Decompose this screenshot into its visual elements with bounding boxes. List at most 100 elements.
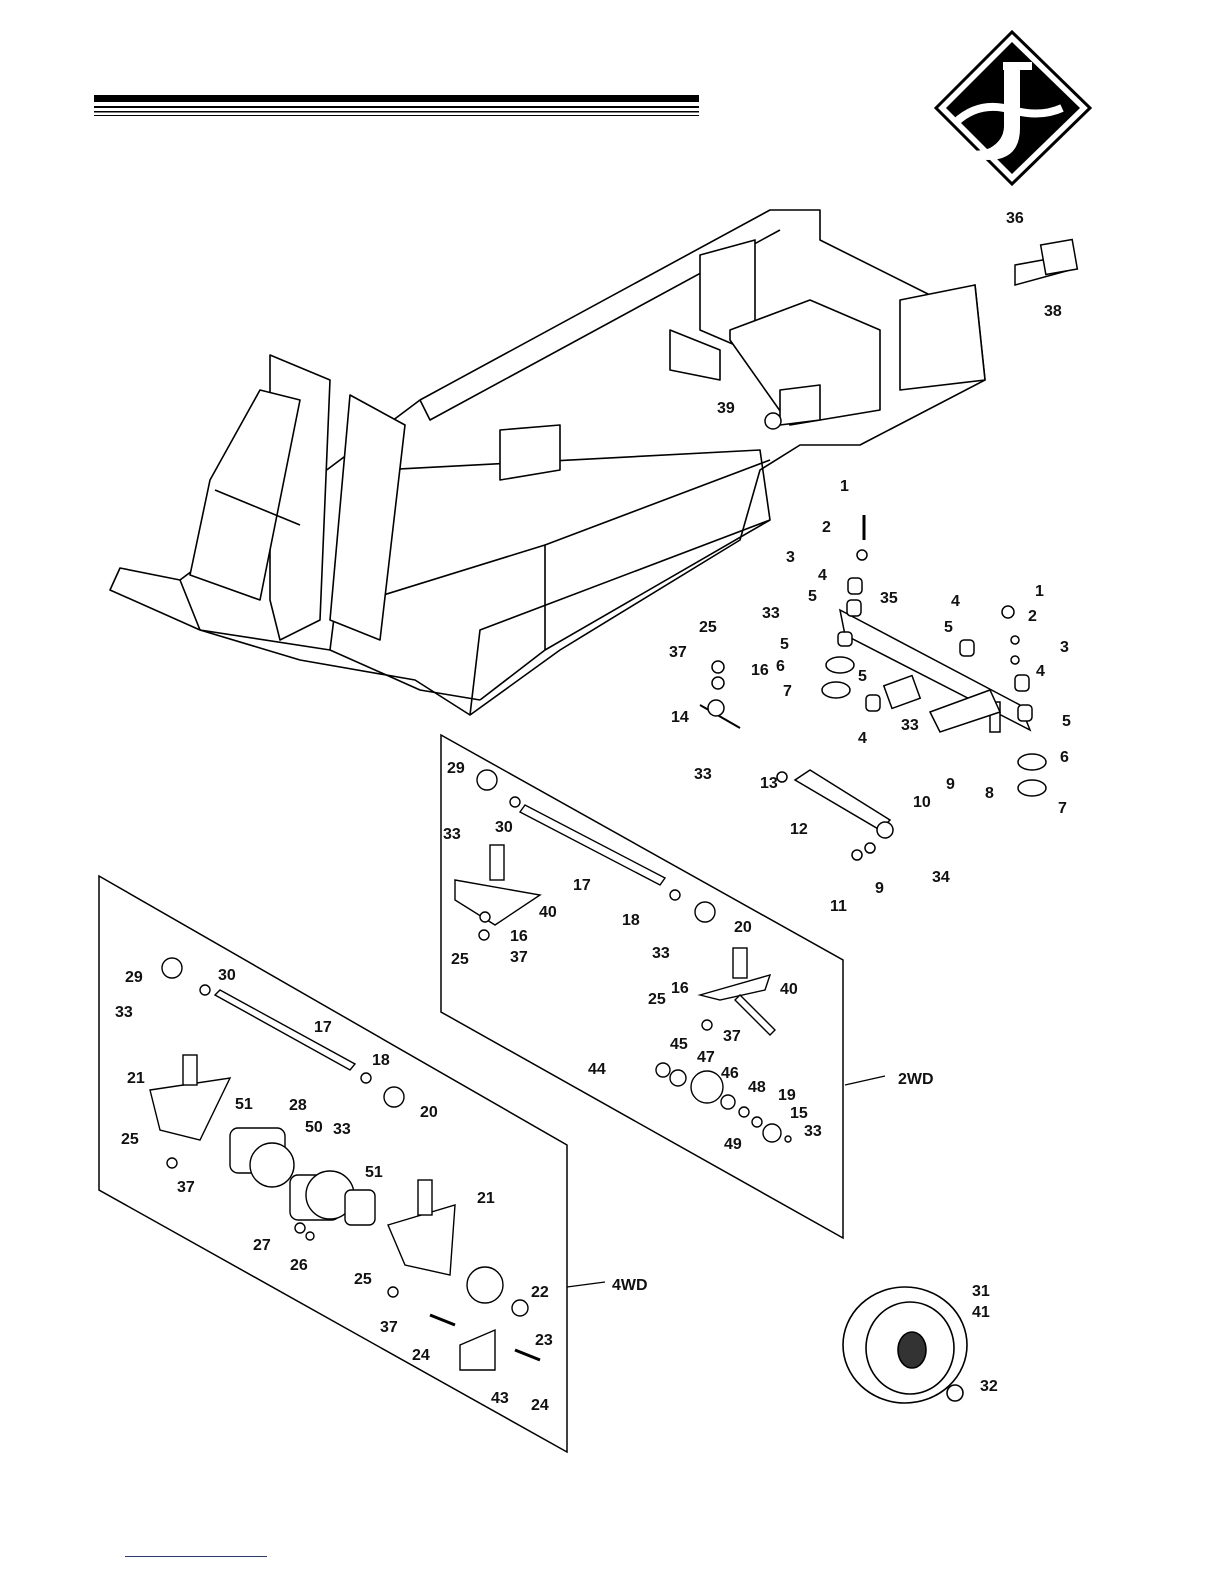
callout-c28: 28 — [289, 1097, 307, 1114]
callout-c33a: 33 — [762, 605, 780, 622]
callout-c9a: 9 — [946, 776, 955, 793]
callout-c12: 12 — [790, 821, 808, 838]
callout-c30b: 30 — [218, 967, 236, 984]
callout-c22: 22 — [531, 1284, 549, 1301]
callout-c2a: 2 — [822, 519, 831, 536]
callout-c36: 36 — [1006, 210, 1024, 227]
callout-c13: 13 — [760, 775, 778, 792]
callout-c25e: 25 — [354, 1271, 372, 1288]
callout-c15: 15 — [790, 1105, 808, 1122]
callout-c49: 49 — [724, 1136, 742, 1153]
callout-c5d: 5 — [858, 668, 867, 685]
callout-c37c: 37 — [723, 1028, 741, 1045]
callout-c50: 50 — [305, 1119, 323, 1136]
callout-c40a: 40 — [539, 904, 557, 921]
callout-c37b: 37 — [510, 949, 528, 966]
callout-c21b: 21 — [477, 1190, 495, 1207]
callout-c21a: 21 — [127, 1070, 145, 1087]
callout-c5a: 5 — [808, 588, 817, 605]
group-label-2wd-leader: 2WD — [845, 1071, 934, 1088]
group-label-2wd: 2WD — [898, 1071, 934, 1088]
callout-c17b: 17 — [314, 1019, 332, 1036]
callout-c39: 39 — [717, 400, 735, 417]
callout-c33b: 33 — [901, 717, 919, 734]
callout-c37e: 37 — [380, 1319, 398, 1336]
callout-c46: 46 — [721, 1065, 739, 1082]
callout-c6b: 6 — [1060, 749, 1069, 766]
callout-c4b: 4 — [951, 593, 960, 610]
callout-c10: 10 — [913, 794, 931, 811]
callout-c6a: 6 — [776, 658, 785, 675]
4wd-panel — [99, 876, 567, 1452]
callout-c7b: 7 — [1058, 800, 1067, 817]
callout-c4a: 4 — [818, 567, 827, 584]
header-rule — [94, 95, 699, 116]
wheel-tire — [843, 1287, 967, 1403]
footer-link-rule — [125, 1556, 267, 1557]
callout-c48: 48 — [748, 1079, 766, 1096]
callout-c5e: 5 — [1062, 713, 1071, 730]
callout-c24a: 24 — [412, 1347, 430, 1364]
callout-c16c: 16 — [671, 980, 689, 997]
callout-c23: 23 — [535, 1332, 553, 1349]
callout-c34: 34 — [932, 869, 950, 886]
diamond-j-logo-icon — [936, 32, 1090, 184]
callout-c32: 32 — [980, 1378, 998, 1395]
callout-c25d: 25 — [121, 1131, 139, 1148]
callout-c20a: 20 — [734, 919, 752, 936]
callout-c4d: 4 — [858, 730, 867, 747]
callout-c33g: 33 — [115, 1004, 133, 1021]
callout-c25c: 25 — [648, 991, 666, 1008]
callout-c29a: 29 — [447, 760, 465, 777]
callout-c31: 31 — [972, 1283, 990, 1300]
callout-c37d: 37 — [177, 1179, 195, 1196]
callout-c26: 26 — [290, 1257, 308, 1274]
callout-c20b: 20 — [420, 1104, 438, 1121]
callout-c47: 47 — [697, 1049, 715, 1066]
callout-c9b: 9 — [875, 880, 884, 897]
callout-c1a: 1 — [840, 478, 849, 495]
callout-c33e: 33 — [652, 945, 670, 962]
callout-c7a: 7 — [783, 683, 792, 700]
callout-c35: 35 — [880, 590, 898, 607]
callout-c51a: 51 — [235, 1096, 253, 1113]
callout-c8: 8 — [985, 785, 994, 802]
callout-c30a: 30 — [495, 819, 513, 836]
callout-c19: 19 — [778, 1087, 796, 1104]
callout-c38: 38 — [1044, 303, 1062, 320]
callout-c14: 14 — [671, 709, 689, 726]
callout-c5c: 5 — [780, 636, 789, 653]
callout-c17a: 17 — [573, 877, 591, 894]
callout-c43: 43 — [491, 1390, 509, 1407]
callout-c16a: 16 — [751, 662, 769, 679]
callout-c37a: 37 — [669, 644, 687, 661]
callout-c24b: 24 — [531, 1397, 549, 1414]
callout-c18b: 18 — [372, 1052, 390, 1069]
callout-c33h: 33 — [333, 1121, 351, 1138]
callout-c33d: 33 — [443, 826, 461, 843]
callout-c3a: 3 — [786, 549, 795, 566]
callout-c4c: 4 — [1036, 663, 1045, 680]
callout-c41: 41 — [972, 1304, 990, 1321]
callout-c25a: 25 — [699, 619, 717, 636]
callout-c2b: 2 — [1028, 608, 1037, 625]
callout-c33c: 33 — [694, 766, 712, 783]
callout-c51b: 51 — [365, 1164, 383, 1181]
group-label-4wd: 4WD — [612, 1277, 648, 1294]
callout-c5b: 5 — [944, 619, 953, 636]
callout-c16b: 16 — [510, 928, 528, 945]
callout-c11: 11 — [830, 898, 847, 915]
callout-c3b: 3 — [1060, 639, 1069, 656]
callout-c33f: 33 — [804, 1123, 822, 1140]
callout-c25b: 25 — [451, 951, 469, 968]
callout-c1b: 1 — [1035, 583, 1044, 600]
callout-c27: 27 — [253, 1237, 271, 1254]
callout-c29b: 29 — [125, 969, 143, 986]
group-label-4wd-leader: 4WD — [567, 1277, 648, 1294]
callout-c18a: 18 — [622, 912, 640, 929]
callout-c45: 45 — [670, 1036, 688, 1053]
callout-c44: 44 — [588, 1061, 606, 1078]
